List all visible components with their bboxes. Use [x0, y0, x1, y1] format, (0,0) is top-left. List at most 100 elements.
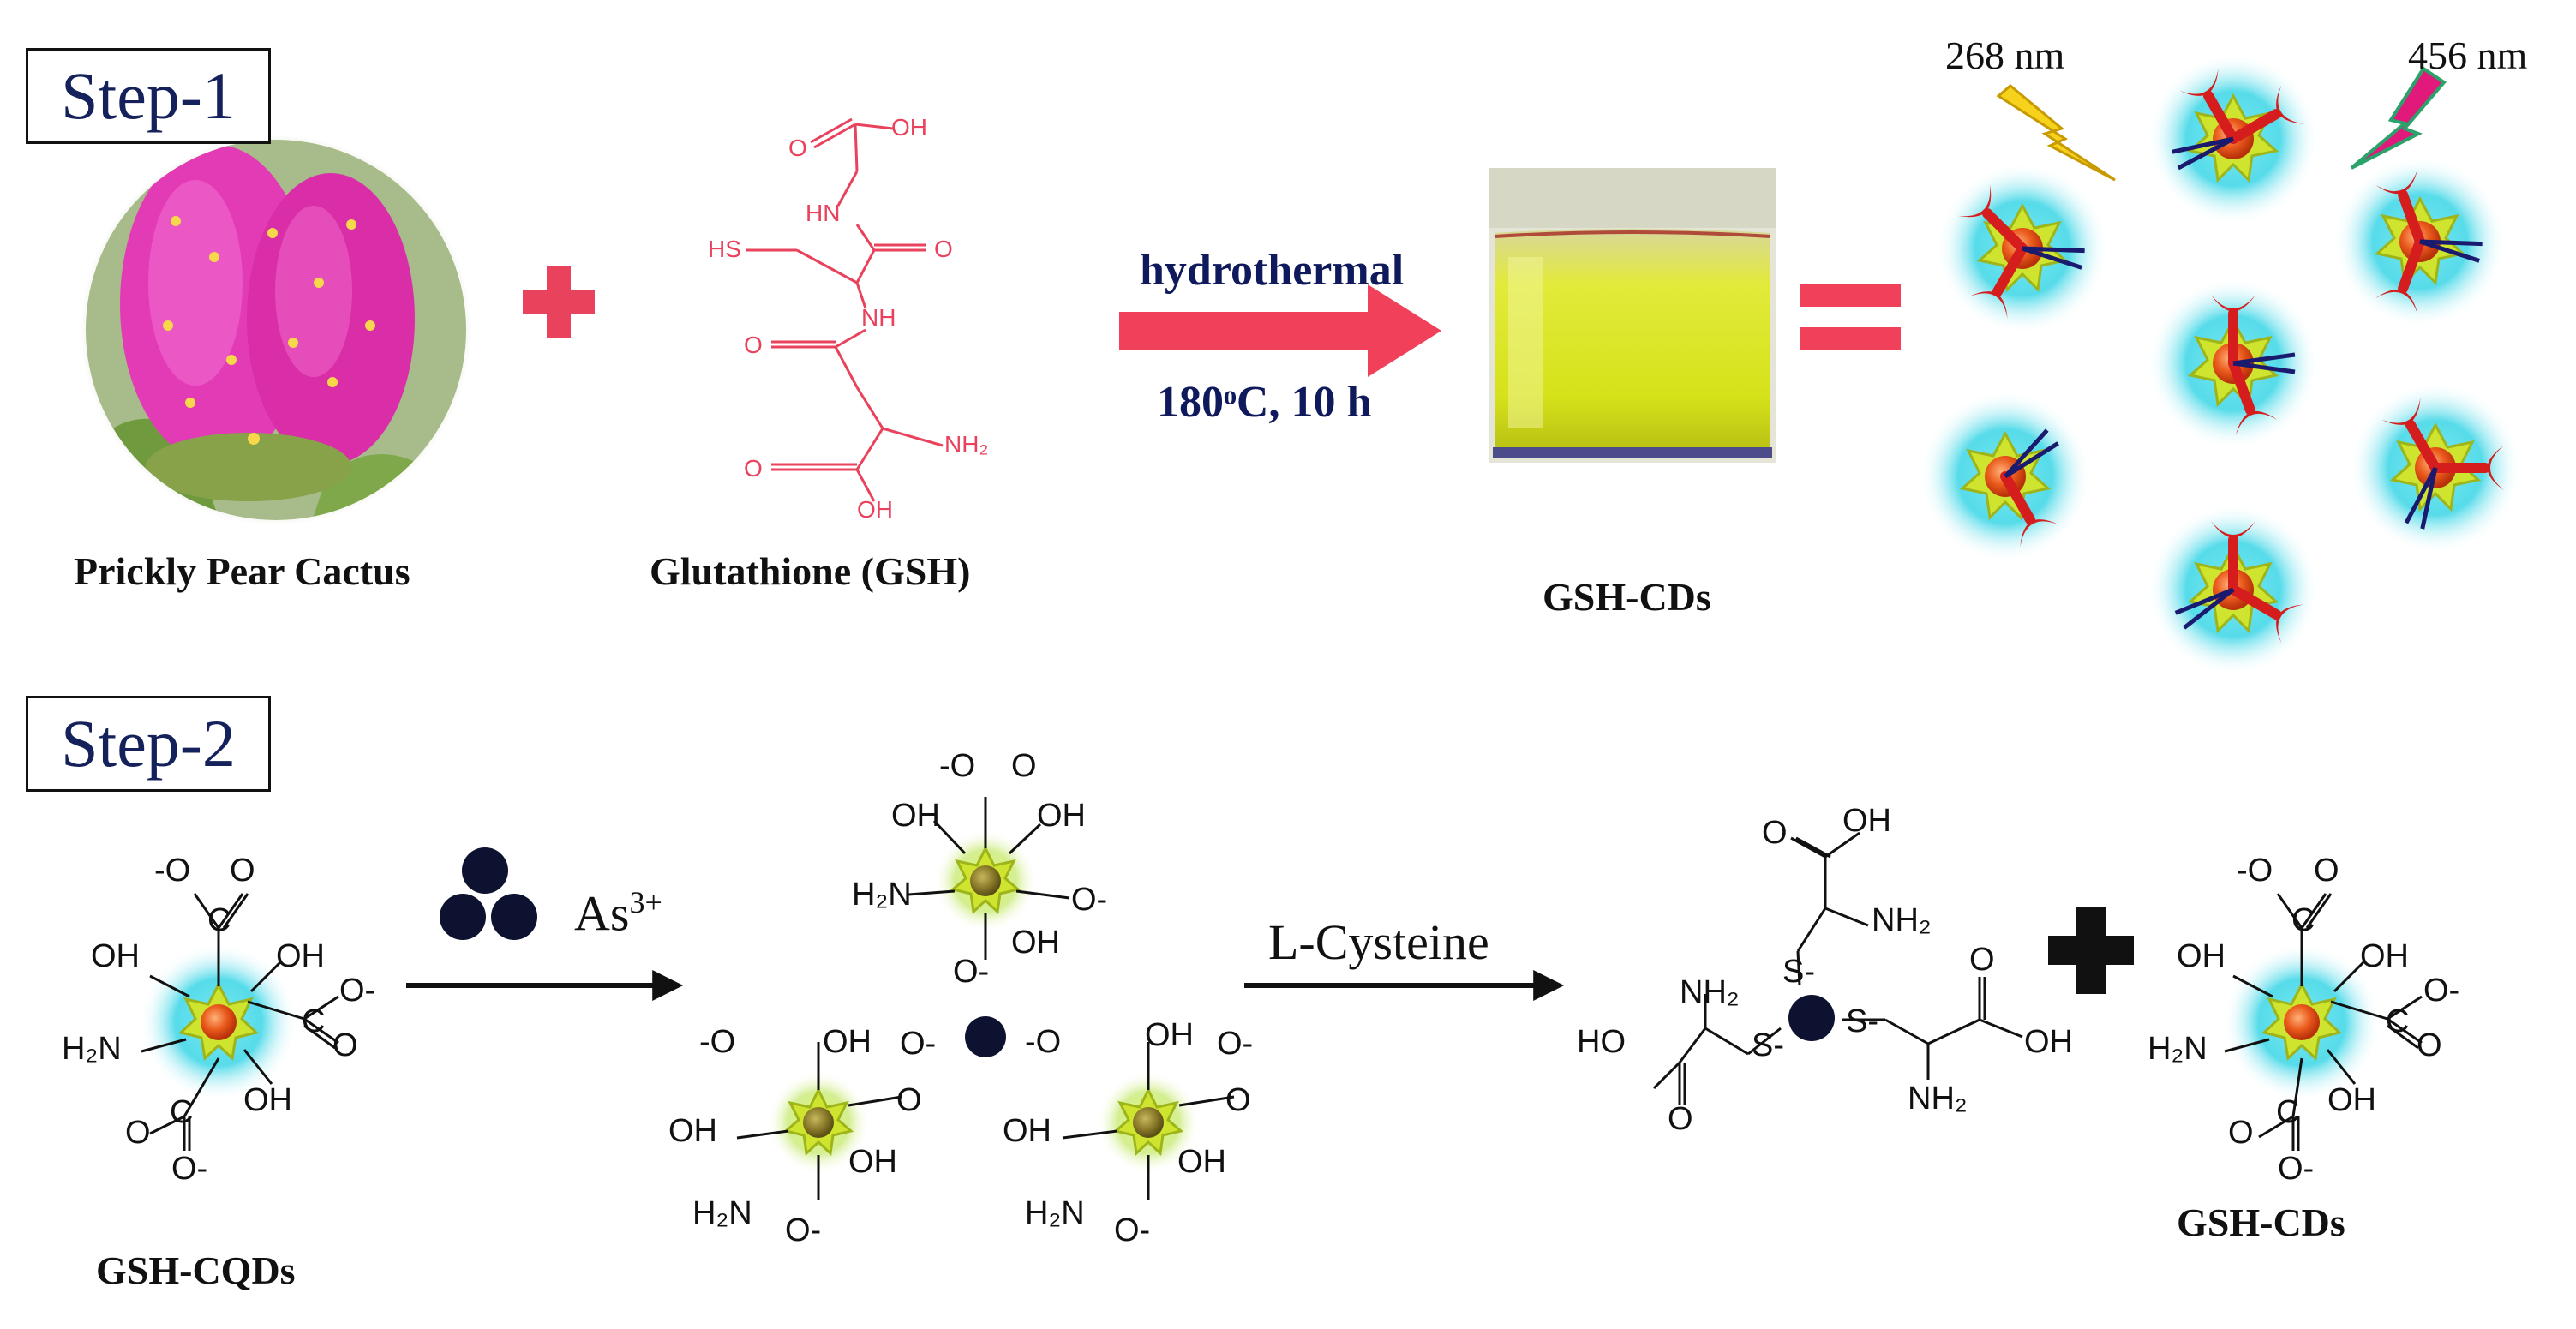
- agg-b-hydroxyl-3: OH: [848, 1144, 897, 1180]
- plus-sign-step2: [2048, 907, 2134, 994]
- agg-b-amine: H₂N: [692, 1195, 752, 1231]
- gsh-label: Glutathione (GSH): [650, 549, 971, 593]
- fcd-anion-bottom: O-: [2278, 1151, 2314, 1187]
- fcd-carboxylate: -O: [2237, 853, 2273, 889]
- gsh-atom-4: O: [934, 236, 953, 262]
- gsh-atom-8: NH₂: [944, 431, 988, 458]
- fcd-carbon-right: C: [2386, 1003, 2409, 1039]
- cqd-hydroxyl-bottom: OH: [243, 1082, 292, 1118]
- emission-bolt-icon: [2350, 66, 2447, 170]
- cqd-carbon-bottom: C: [170, 1094, 193, 1130]
- arsenic-ions: [440, 847, 537, 940]
- emission-wavelength: 456 nm: [2408, 33, 2528, 77]
- final-cd-atoms: -O O C OH OH O- C O H₂N OH C O O-: [2148, 853, 2459, 1187]
- agg-c-anion: O-: [1217, 1026, 1253, 1062]
- fcd-oxo-bottom: O: [2228, 1115, 2254, 1151]
- step1-label: Step-1: [26, 48, 271, 144]
- agg-b-carboxylate: -O: [699, 1024, 735, 1060]
- step2-label: Step-2: [26, 696, 271, 792]
- aggregated-particles: [736, 797, 1235, 1200]
- cys-thiolate-left: S-: [1752, 1027, 1784, 1063]
- fcd-hydroxyl-right: OH: [2360, 938, 2409, 974]
- fcd-carbon-bottom: C: [2276, 1094, 2299, 1130]
- gsh-atom-7: O: [744, 332, 763, 358]
- cqd-hydroxyl-left: OH: [91, 938, 140, 974]
- cys-amine-left: NH₂: [1680, 974, 1740, 1010]
- equals-sign: [1800, 284, 1901, 350]
- fcd-amine: H₂N: [2148, 1031, 2208, 1067]
- gsh-atom-5: HS: [708, 236, 741, 262]
- gsh-atom-6: NH: [861, 304, 896, 331]
- cys-amine-top: NH₂: [1872, 902, 1932, 938]
- gsh-atom-10: OH: [857, 496, 893, 523]
- cys-acid-right: OH: [2024, 1024, 2073, 1060]
- gsh-atom-1: OH: [891, 114, 927, 141]
- cys-thiolate-right: S-: [1846, 1003, 1878, 1039]
- fcd-anion: O-: [2423, 973, 2459, 1009]
- plus-sign: [523, 266, 595, 338]
- agg-c-carboxylate: -O: [1025, 1024, 1061, 1060]
- agg-a-hydroxyl: OH: [891, 798, 940, 834]
- agg-b-oxo: O: [896, 1082, 922, 1118]
- excitation-bolt-icon: [1996, 84, 2116, 182]
- agg-c-oxo: O: [1225, 1082, 1251, 1118]
- agg-a-amine: H₂N: [852, 877, 912, 913]
- agg-b-anion-2: O-: [785, 1212, 821, 1248]
- agg-b-hydroxyl-2: OH: [668, 1113, 717, 1149]
- hydrothermal-arrow: [1119, 284, 1441, 377]
- arsenic-symbol: As: [574, 885, 630, 942]
- cqd-anion-bottom: O-: [171, 1151, 207, 1187]
- excitation-wavelength: 268 nm: [1945, 33, 2065, 77]
- agg-c-anion-2: O-: [1114, 1212, 1150, 1248]
- cqd-amine: H₂N: [62, 1031, 122, 1067]
- gsh-cqd-particle: [138, 893, 339, 1151]
- qd-cluster: [1918, 51, 2523, 677]
- reagent-label: L-Cysteine: [1268, 914, 1489, 970]
- step2-label-text: Step-2: [61, 706, 236, 781]
- cactus-label: Prickly Pear Cactus: [74, 549, 410, 593]
- arsenic-charge: 3+: [629, 885, 662, 919]
- cys-carbonyl-left: O: [1668, 1101, 1693, 1137]
- cysteine-atoms: OH O NH₂ S- NH₂ HO S- O S- O OH NH₂: [1577, 803, 2073, 1137]
- agg-a-oxo: O: [1011, 748, 1037, 784]
- step1-label-text: Step-1: [61, 58, 236, 133]
- cqd-anion: O-: [339, 973, 375, 1009]
- fcd-oxo-right: O: [2417, 1027, 2442, 1063]
- cactus-image: [81, 135, 471, 525]
- agg-b-hydroxyl: OH: [823, 1024, 872, 1060]
- cqd-oxo-right: O: [332, 1027, 358, 1063]
- gsh-cqd-atoms: -O O C OH OH O- C O H₂N OH C O O-: [62, 853, 375, 1187]
- agg-c-hydroxyl-3: OH: [1177, 1144, 1226, 1180]
- end-label: GSH-CDs: [2177, 1200, 2345, 1244]
- cys-amine-right: NH₂: [1908, 1081, 1968, 1116]
- agg-c-hydroxyl-2: OH: [1003, 1113, 1051, 1149]
- cqd-carbon-right: C: [302, 1003, 325, 1039]
- glutathione-atoms: OH O HN O HS NH O NH₂ O OH: [708, 114, 988, 523]
- cqd-oxo-bottom: O: [125, 1115, 151, 1151]
- cys-thiolate-top: S-: [1782, 954, 1815, 990]
- condition-bottom: 180ᵒC, 10 h: [1157, 378, 1372, 427]
- agg-c-amine: H₂N: [1025, 1195, 1085, 1231]
- fcd-carbon: C: [2291, 902, 2315, 938]
- agg-a-carboxylate: -O: [939, 748, 975, 784]
- final-gsh-cd-particle: [2221, 893, 2423, 1151]
- glutathione-structure: [746, 117, 944, 502]
- cys-acid-left: HO: [1577, 1024, 1626, 1060]
- product-label: GSH-CDs: [1543, 575, 1711, 619]
- cys-acid-top: OH: [1842, 803, 1891, 839]
- vial-image: [1489, 168, 1776, 463]
- aggregated-atoms: -O O OH OH H₂N O- OH O- -O OH O- OH O OH…: [668, 748, 1253, 1248]
- fcd-hydroxyl-bottom: OH: [2327, 1082, 2376, 1118]
- agg-b-anion: O-: [900, 1026, 936, 1062]
- agg-a-hydroxyl-3: OH: [1011, 925, 1060, 961]
- agg-c-hydroxyl: OH: [1145, 1017, 1194, 1053]
- start-label: GSH-CQDs: [96, 1248, 296, 1292]
- condition-top: hydrothermal: [1140, 246, 1405, 295]
- agg-a-anion: O-: [1071, 882, 1107, 918]
- cysteine-complex: [1652, 831, 2023, 1105]
- gsh-atom-9: O: [744, 455, 763, 482]
- fcd-hydroxyl-left: OH: [2177, 938, 2226, 974]
- gsh-atom-3: HN: [806, 200, 840, 226]
- gsh-atom-2: O: [788, 135, 807, 161]
- agg-a-hydroxyl-2: OH: [1037, 798, 1086, 834]
